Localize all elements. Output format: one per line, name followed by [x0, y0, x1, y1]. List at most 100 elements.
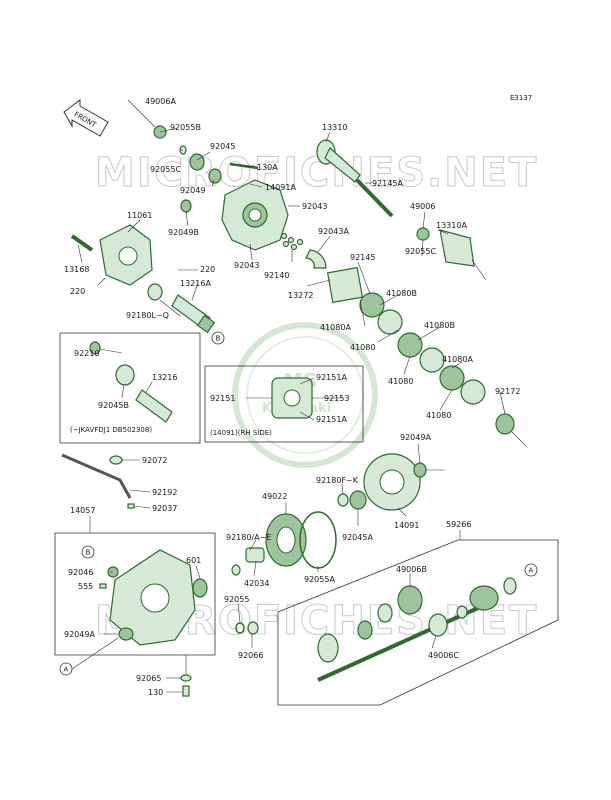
inset-note-1: (~JKAVFDJ1 DB502308)	[70, 426, 152, 434]
label-92055C-top: 92055C	[150, 165, 181, 174]
svg-text:A: A	[64, 666, 69, 674]
label-49006A: 49006A	[145, 97, 176, 106]
shaft-13310-icon	[316, 139, 394, 218]
label-92172: 92172	[495, 387, 520, 396]
label-92043-r: 92043	[302, 202, 327, 211]
label-41080-3: 41080	[426, 411, 451, 420]
label-13310: 13310	[322, 123, 347, 132]
label-92066: 92066	[238, 651, 263, 660]
label-92043A: 92043A	[318, 227, 349, 236]
seal-92210-icon	[89, 341, 101, 355]
label-92072: 92072	[142, 456, 167, 465]
label-92180LQ: 92180L~Q	[126, 311, 169, 320]
label-130: 130	[148, 688, 163, 697]
label-49022: 49022	[262, 492, 287, 501]
shaft-13216-icon	[135, 389, 173, 423]
label-220-l: 220	[70, 287, 85, 296]
shim-92180AE-icon	[231, 564, 241, 576]
label-49006C: 49006C	[428, 651, 459, 660]
label-601: 601	[186, 556, 201, 565]
label-41080B-1: 41080B	[386, 289, 417, 298]
label-92055A: 92055A	[304, 575, 335, 584]
breather-hose-icon	[61, 453, 132, 499]
label-13168: 13168	[64, 265, 89, 274]
ring-gear-49022-icon	[265, 513, 307, 567]
seal-92049A-bot-icon	[118, 627, 134, 641]
spacer-42034-icon	[245, 547, 265, 563]
label-92153: 92153	[324, 394, 349, 403]
shim-92043A-icon	[305, 249, 327, 269]
seal-49006-icon	[416, 227, 430, 241]
label-92210: 92210	[74, 349, 99, 358]
label-92045-top: 92045	[210, 142, 235, 151]
friction-plates-icon	[359, 292, 486, 405]
inset-box-rh-side	[204, 365, 364, 443]
label-92151A-1: 92151A	[316, 373, 347, 382]
ref-circle-B-upper: B	[211, 331, 225, 345]
label-41080A-1: 41080A	[320, 323, 351, 332]
label-92055: 92055	[224, 595, 249, 604]
label-92145A: 92145A	[372, 179, 403, 188]
bushing-92066-icon	[247, 621, 259, 635]
label-92049B: 92049B	[168, 228, 199, 237]
bearing-92045B-icon	[115, 364, 135, 386]
label-14057: 14057	[70, 506, 95, 515]
plate-13272-icon	[326, 266, 364, 304]
label-13272: 13272	[288, 291, 313, 300]
label-92180FK: 92180F~K	[316, 476, 359, 485]
ref-circle-B-lower: B	[81, 545, 95, 559]
clip-92037-icon	[127, 503, 135, 509]
inset-box-14057	[54, 532, 216, 656]
label-92065: 92065	[136, 674, 161, 683]
seal-92049B-icon	[180, 199, 192, 213]
case-14091-rh-icon	[271, 377, 313, 419]
label-92049A-bot: 92049A	[64, 630, 95, 639]
label-92192: 92192	[152, 488, 177, 497]
label-42034: 42034	[244, 579, 269, 588]
label-92140: 92140	[264, 271, 289, 280]
label-220-r: 220	[200, 265, 215, 274]
joint-13310A-icon	[439, 229, 487, 281]
label-41080-1: 41080	[350, 343, 375, 352]
label-92145: 92145	[350, 253, 375, 262]
ref-circle-A-right: A	[524, 563, 538, 577]
inset-box-59266	[277, 539, 559, 706]
label-92049A-top: 92049A	[400, 433, 431, 442]
case-14091-icon	[363, 453, 421, 511]
svg-text:B: B	[86, 549, 91, 557]
label-13216: 13216	[152, 373, 177, 382]
watermark-top: MICROFICHES.NET	[95, 150, 538, 196]
svg-text:B: B	[216, 335, 221, 343]
label-14091: 14091	[394, 521, 419, 530]
label-41080B-2: 41080B	[424, 321, 455, 330]
washer-92065-icon	[180, 674, 192, 682]
part-labels: 49006A 92055B 92045 92055C 130A 13310 14…	[64, 97, 520, 697]
label-92045A: 92045A	[342, 533, 373, 542]
label-11061: 11061	[127, 211, 152, 220]
label-92151A-2: 92151A	[316, 415, 347, 424]
label-41080-2: 41080	[388, 377, 413, 386]
rings-92140-icon	[280, 232, 304, 251]
pin-555-icon	[99, 583, 107, 589]
label-92055B: 92055B	[170, 123, 201, 132]
bearing-92045-top-icon	[189, 153, 205, 171]
cover-11061-icon	[99, 224, 153, 286]
seal-92049-icon	[208, 168, 222, 184]
leader-lines	[71, 127, 506, 693]
label-130A: 130A	[257, 163, 278, 172]
gear-case-14057-icon	[109, 549, 196, 646]
label-92180AE: 92180/A~E	[226, 533, 271, 542]
label-92037: 92037	[152, 504, 177, 513]
label-49006: 49006	[410, 202, 435, 211]
seal-601-icon	[192, 578, 208, 598]
shim-92180LQ-icon	[147, 283, 163, 301]
label-41080A-2: 41080A	[442, 355, 473, 364]
label-59266: 59266	[446, 520, 471, 529]
label-49006B: 49006B	[396, 565, 427, 574]
diagram-code: E3137	[510, 94, 532, 102]
bearing-92045A-icon	[349, 490, 367, 510]
inset-note-2: (14091)(RH SIDE)	[210, 429, 272, 437]
axle-shaft-icon	[317, 577, 517, 682]
label-92055C-r: 92055C	[405, 247, 436, 256]
